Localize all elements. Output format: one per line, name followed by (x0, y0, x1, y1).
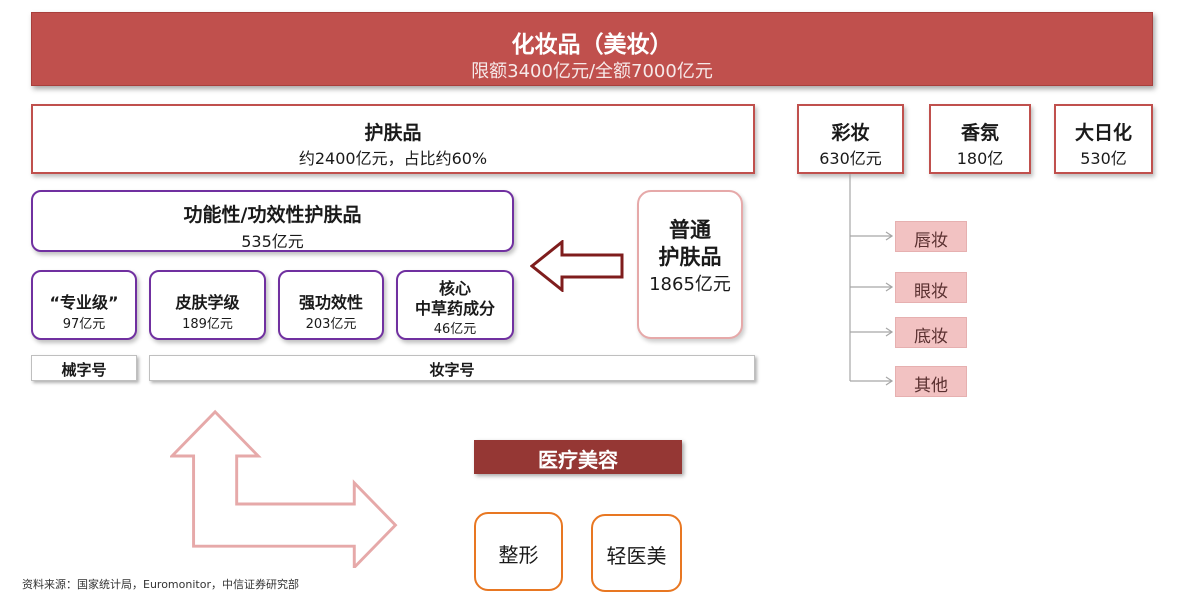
sub-value: 203亿元 (305, 317, 357, 332)
makeup-item-label: 其他 (914, 376, 948, 396)
category-value: 530亿 (1080, 149, 1127, 168)
sub-value: 46亿元 (433, 322, 477, 337)
herbal-ingredient-box: 核心 中草药成分 46亿元 (396, 270, 514, 340)
professional-grade-box: “专业级” 97亿元 (31, 270, 137, 340)
medical-aesthetics-header: 医疗美容 (474, 440, 682, 474)
cosmetic-registration-label: 妆字号 (429, 361, 475, 379)
ordinary-skincare-box: 普通 护肤品 1865亿元 (637, 190, 743, 339)
eye-makeup-item: 眼妆 (895, 272, 967, 303)
category-value: 630亿元 (819, 149, 882, 168)
sub-name-line2: 中草药成分 (414, 299, 495, 318)
other-makeup-item: 其他 (895, 366, 967, 397)
ordinary-line2: 护肤品 (658, 245, 722, 269)
category-name: 大日化 (1074, 122, 1132, 144)
cosmetic-registration-bar: 妆字号 (149, 355, 755, 381)
plastic-surgery-box: 整形 (474, 512, 563, 591)
medical-item-label: 整形 (498, 543, 539, 567)
functional-title: 功能性/功效性护肤品 (183, 204, 362, 226)
category-name: 香氛 (960, 122, 999, 144)
device-registration-label: 械字号 (61, 361, 107, 379)
sub-name: 强功效性 (298, 293, 363, 312)
light-medical-aesthetics-box: 轻医美 (591, 514, 682, 592)
makeup-item-label: 唇妆 (914, 231, 948, 251)
functional-value: 535亿元 (241, 232, 304, 251)
sub-name: “专业级” (49, 293, 119, 312)
dermatological-box: 皮肤学级 189亿元 (149, 270, 266, 340)
skincare-title: 护肤品 (364, 122, 422, 144)
strong-efficacy-box: 强功效性 203亿元 (278, 270, 384, 340)
makeup-item-label: 眼妆 (914, 282, 948, 302)
skincare-box: 护肤品 约2400亿元，占比约60% (31, 104, 755, 174)
medical-title: 医疗美容 (538, 448, 618, 472)
header-title: 化妆品（美妆） (511, 32, 673, 58)
lip-makeup-item: 唇妆 (895, 221, 967, 252)
makeup-box: 彩妆 630亿元 (797, 104, 904, 174)
header-subtitle: 限额3400亿元/全额7000亿元 (471, 61, 713, 82)
sub-name-line1: 核心 (438, 279, 471, 298)
skincare-value: 约2400亿元，占比约60% (298, 149, 488, 168)
makeup-item-label: 底妆 (914, 327, 948, 347)
ordinary-line1: 普通 (669, 218, 711, 242)
bent-arrow-icon (170, 409, 398, 568)
category-name: 彩妆 (831, 122, 870, 144)
left-arrow-icon (530, 240, 624, 292)
functional-skincare-box: 功能性/功效性护肤品 535亿元 (31, 190, 514, 252)
category-value: 180亿 (956, 149, 1004, 168)
sub-value: 189亿元 (182, 317, 233, 332)
source-note: 资料来源：国家统计局，Euromonitor，中信证券研究部 (22, 578, 299, 591)
makeup-tree-connector (849, 174, 894, 386)
fragrance-box: 香氛 180亿 (929, 104, 1031, 174)
header-banner: 化妆品（美妆） 限额3400亿元/全额7000亿元 (31, 12, 1153, 86)
sub-name: 皮肤学级 (175, 293, 240, 312)
device-registration-bar: 械字号 (31, 355, 137, 381)
daily-chemical-box: 大日化 530亿 (1054, 104, 1153, 174)
medical-item-label: 轻医美 (606, 544, 667, 568)
ordinary-value: 1865亿元 (649, 274, 731, 295)
base-makeup-item: 底妆 (895, 317, 967, 348)
sub-value: 97亿元 (62, 317, 106, 332)
